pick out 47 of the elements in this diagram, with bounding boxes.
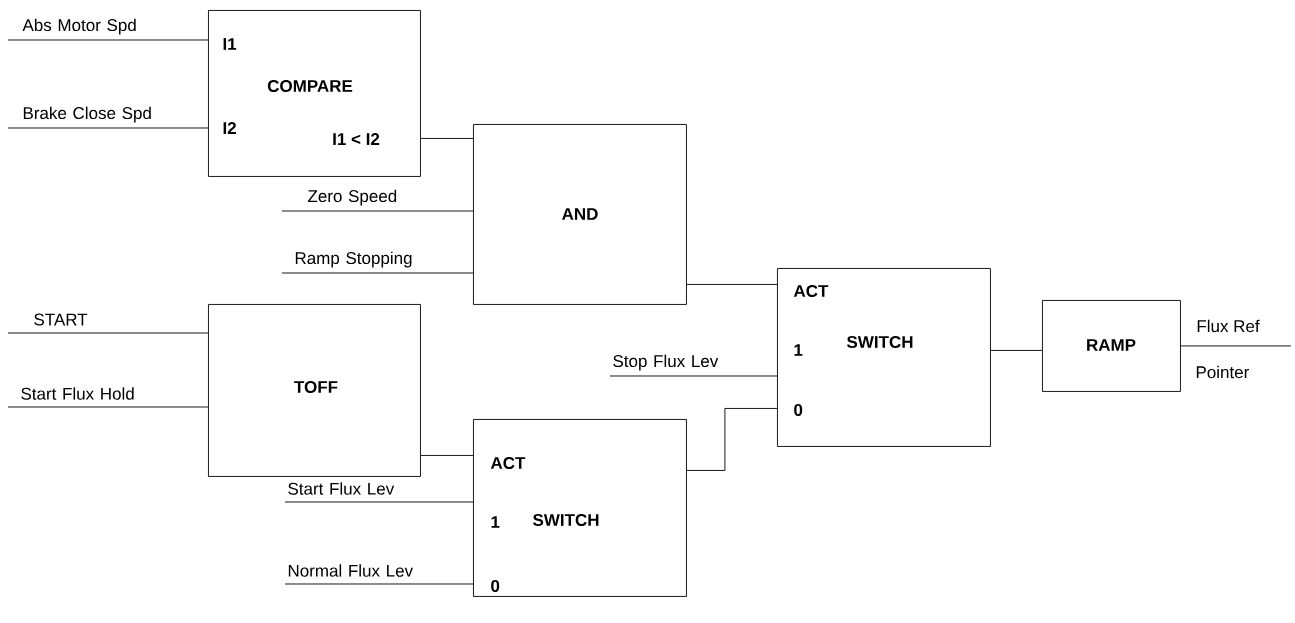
connector-line — [284, 501, 474, 503]
connector-line — [281, 272, 474, 274]
function-block — [208, 304, 421, 477]
connector-line — [281, 210, 474, 212]
input-label: Normal Flux Lev — [288, 564, 413, 577]
block-label: AND — [562, 208, 598, 220]
input-label: Start Flux Hold — [21, 387, 134, 400]
input-label: Brake Close Spd — [23, 106, 151, 123]
block-label: I1 < I2 — [333, 133, 380, 145]
function-block — [1042, 300, 1181, 392]
connector-line — [1180, 345, 1292, 347]
block-label: ACT — [490, 456, 526, 469]
connector-line — [7, 39, 209, 41]
block-label: COMPARE — [267, 80, 353, 92]
connector-line — [7, 127, 209, 129]
connector-line — [7, 406, 209, 408]
block-label: TOFF — [294, 380, 338, 393]
block-label: 1 — [491, 516, 500, 528]
connector-line — [7, 332, 209, 334]
input-label: Ramp Stopping — [295, 251, 412, 268]
input-label: START — [34, 313, 88, 326]
input-label: Start Flux Lev — [288, 482, 395, 495]
output-label: Pointer — [1196, 365, 1250, 379]
input-label: Abs Motor Spd — [22, 18, 136, 35]
block-label: RAMP — [1087, 339, 1136, 351]
connector-line — [686, 408, 778, 471]
block-label: 0 — [491, 579, 500, 592]
connector-line — [609, 375, 778, 377]
connector-line — [284, 583, 474, 585]
input-label: Zero Speed — [308, 189, 397, 206]
function-block — [777, 268, 991, 447]
connector-line — [686, 284, 778, 285]
function-block — [473, 124, 687, 305]
block-label: SWITCH — [532, 513, 599, 526]
block-label: 0 — [794, 403, 803, 416]
connector-line — [420, 455, 474, 456]
block-label: I2 — [223, 122, 236, 134]
output-label: Flux Ref — [1197, 319, 1260, 333]
connector-line — [420, 138, 474, 139]
input-label: Stop Flux Lev — [613, 354, 719, 371]
connector-line — [990, 350, 1043, 351]
block-label: SWITCH — [846, 336, 913, 348]
function-block — [208, 10, 421, 177]
block-label: ACT — [793, 285, 829, 297]
block-label: I1 — [223, 38, 237, 50]
block-label: 1 — [794, 344, 803, 356]
function-block — [473, 419, 687, 597]
